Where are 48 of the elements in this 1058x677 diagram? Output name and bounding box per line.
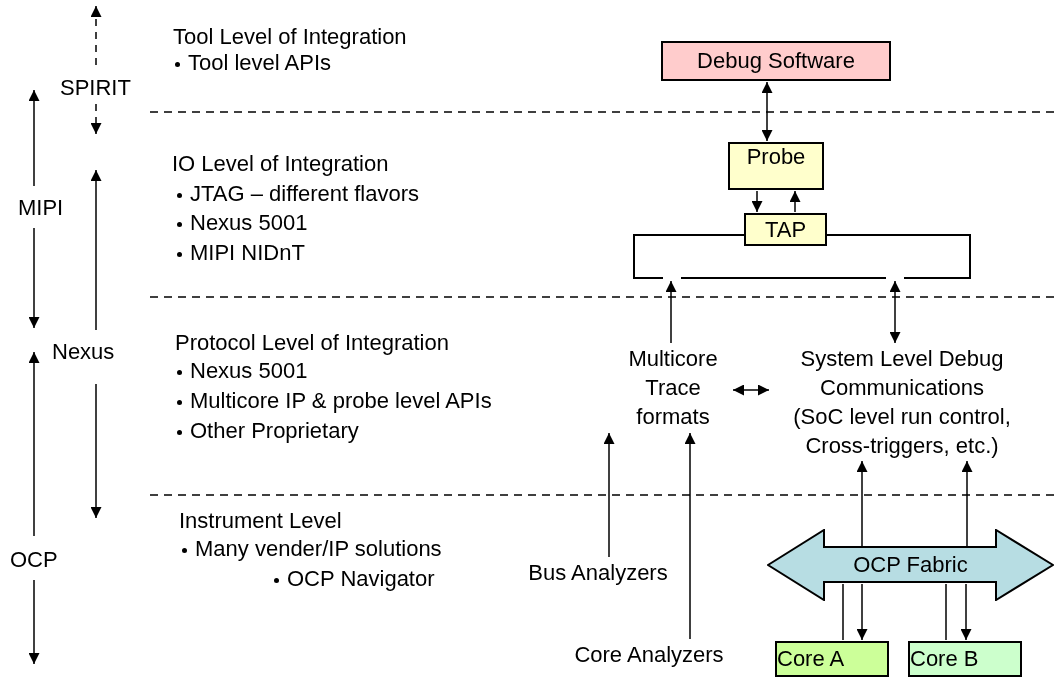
box-label: Core B [910,646,979,672]
fabric-arrow-shape [767,529,1054,601]
level-heading: Protocol Level of Integration [175,330,449,356]
analyzer-label: Bus Analyzers [527,559,669,587]
arrow [684,432,696,640]
level-heading: Tool Level of Integration [173,24,407,50]
arrow [732,384,770,396]
bullet-item: OCP Navigator [272,566,435,592]
connector-line [842,583,844,641]
box-label: Probe [746,144,806,170]
tap-box [744,213,827,246]
arrow [603,432,615,558]
bullet-item: Multicore IP & probe level APIs [175,388,492,414]
arrow [761,81,773,142]
range-label: MIPI [18,195,64,221]
debug-comms-text: (SoC level run control, Cross-triggers, etc.) [792,403,1012,460]
arrow [856,583,868,641]
bullet-item: JTAG – different flavors [175,181,420,207]
bullet-item: MIPI NIDnT [175,240,305,266]
arrow [889,280,901,344]
probe-box [728,142,824,190]
arrow [751,190,763,213]
box-label: Debug Software [697,48,855,74]
arrow [665,280,677,344]
connector-line [945,583,947,641]
bullet-item: Other Proprietary [175,418,359,444]
core-box [775,641,889,677]
box-label: Core A [777,646,845,672]
box-label: OCP Fabric [853,552,968,578]
bullet-item: Nexus 5001 [175,210,308,236]
arrow [856,460,868,547]
arrow [789,190,801,213]
bullet-item: Nexus 5001 [175,358,308,384]
level-heading: Instrument Level [179,508,342,534]
analyzer-label: Core Analyzers [573,641,725,669]
range-label: SPIRIT [60,75,131,101]
range-label: OCP [10,547,58,573]
box-label: TAP [764,216,807,243]
bullet-item: Tool level APIs [173,50,332,76]
core-box [908,641,1022,677]
debug-comms-text: System Level Debug Communications [799,345,1005,402]
arrow [961,460,973,547]
arrow [960,583,972,641]
software-box [661,41,891,81]
level-heading: IO Level of Integration [172,151,389,177]
range-label: Nexus [52,339,115,365]
bullet-item: Many vender/IP solutions [180,536,442,562]
trace-formats-text: Multicore Trace formats [627,345,719,431]
